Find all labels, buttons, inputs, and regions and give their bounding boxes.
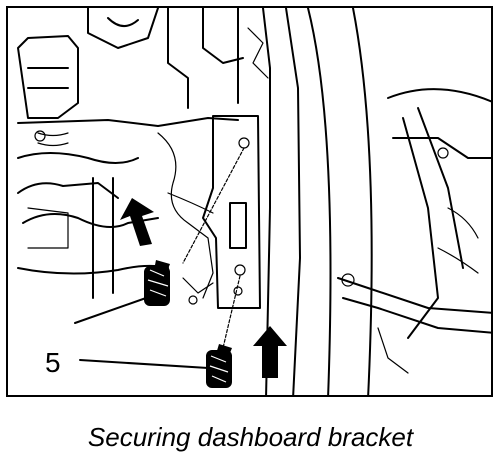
dashboard-bracket	[157, 115, 261, 309]
diagram-frame: 5	[6, 6, 493, 397]
bolt-icon	[144, 260, 170, 306]
callout-leaders	[74, 297, 209, 369]
guide-lines	[182, 147, 245, 349]
right-arm-assembly	[337, 88, 491, 374]
left-assembly-lines	[17, 35, 239, 299]
arrow-up-icon	[120, 198, 154, 246]
callout-number: 5	[45, 347, 61, 378]
figure-caption: Securing dashboard bracket	[87, 422, 414, 452]
dashboard-bracket-illustration	[17, 8, 491, 395]
pillar-structure	[262, 8, 373, 395]
arrow-up-icon	[253, 326, 287, 378]
top-components	[87, 8, 269, 109]
bolt-icon	[206, 344, 232, 388]
